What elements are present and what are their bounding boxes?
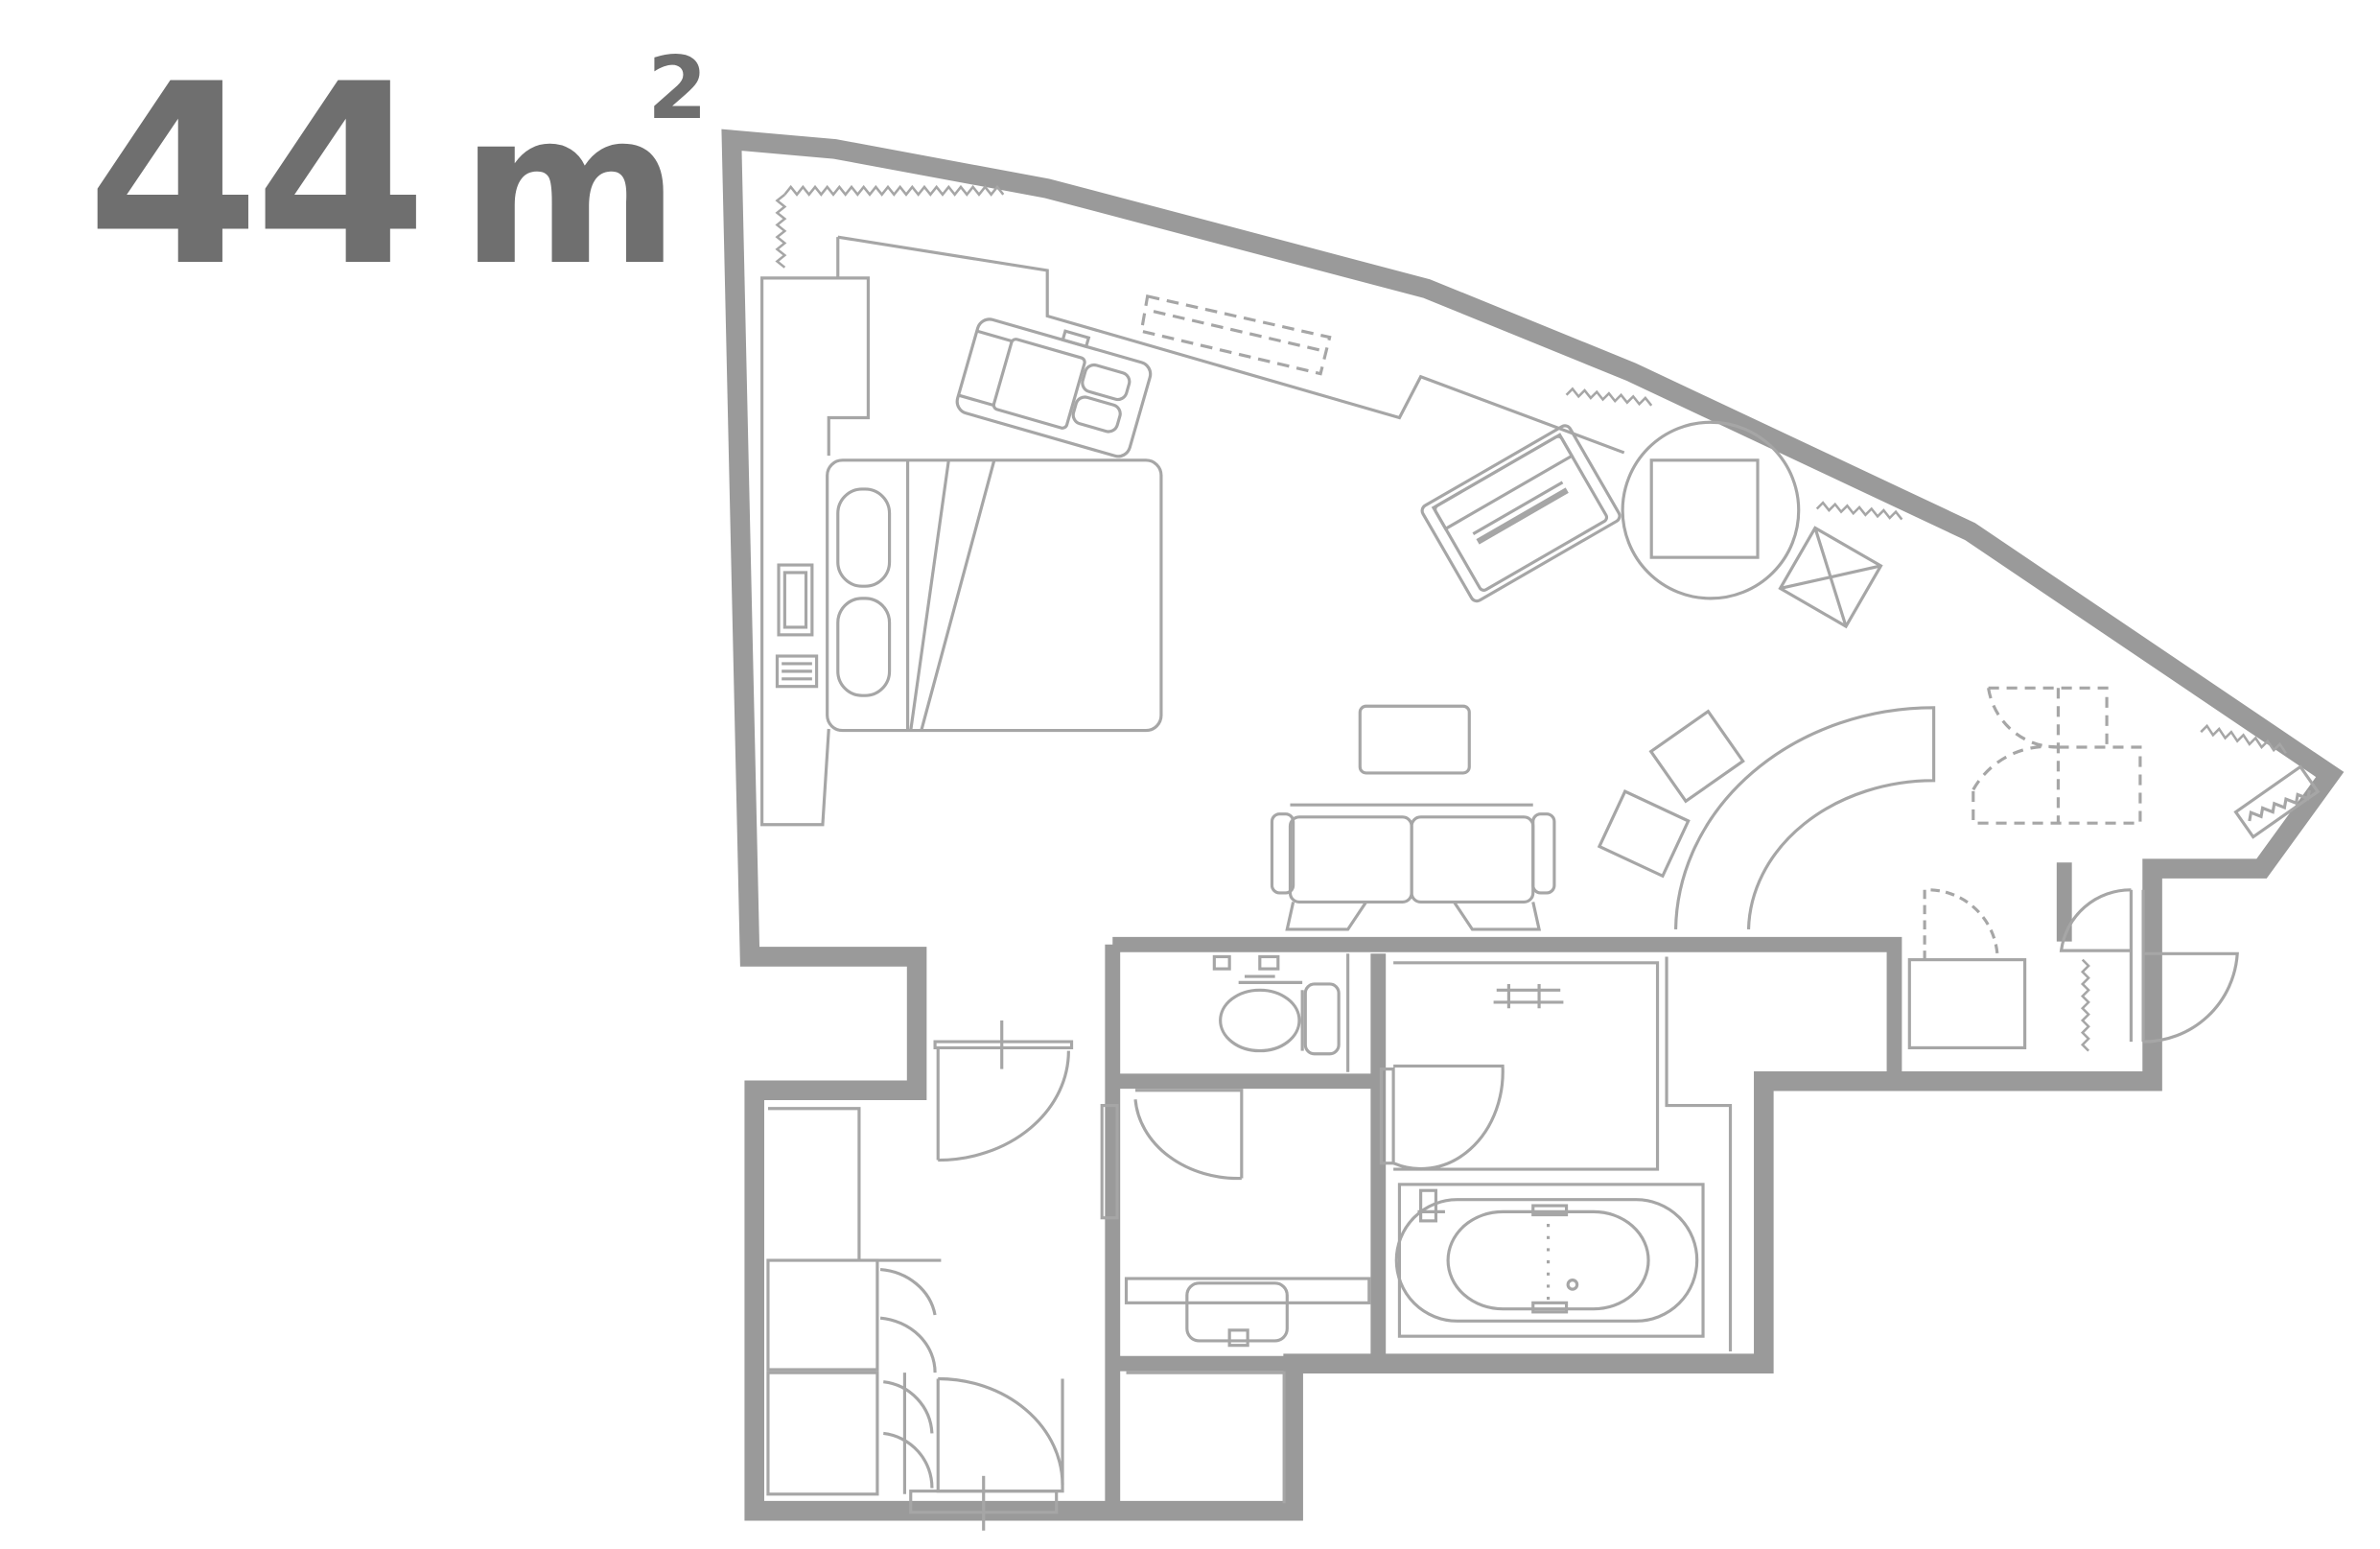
stools xyxy=(1597,709,1745,879)
sofa xyxy=(1270,803,1556,931)
nightstand xyxy=(775,563,819,689)
coffee-table xyxy=(1358,704,1471,775)
dashed-overhead-shelf xyxy=(1139,293,1332,376)
vanity xyxy=(1124,1277,1371,1348)
vanity-door xyxy=(1100,1089,1244,1220)
bed xyxy=(826,458,1163,733)
armchair xyxy=(955,317,1153,458)
curved-counter xyxy=(1673,706,1936,929)
dashed-doors xyxy=(1972,686,2142,825)
area-unit-superscript: 2 xyxy=(647,38,708,139)
toilet xyxy=(1212,953,1350,1072)
round-table xyxy=(1621,420,1801,600)
storage-room xyxy=(1126,1371,1286,1504)
front-door xyxy=(909,1376,1064,1531)
ac-unit xyxy=(2233,764,2321,839)
area-unit: m xyxy=(459,66,681,312)
area-value: 44 xyxy=(86,32,428,321)
piano xyxy=(1420,424,1622,603)
wall-counter xyxy=(760,235,1625,827)
bathtub xyxy=(1394,1183,1705,1338)
interior-walls xyxy=(1105,862,2072,1512)
crossed-box xyxy=(1778,526,1883,629)
entry-cabinet xyxy=(1907,888,2027,1050)
closet xyxy=(766,1107,942,1496)
curtains xyxy=(775,184,2287,1052)
shower-room xyxy=(1379,956,1733,1352)
hall-door xyxy=(933,1020,1074,1162)
outer-walls xyxy=(721,129,2345,1521)
entry-door xyxy=(2059,888,2239,1044)
